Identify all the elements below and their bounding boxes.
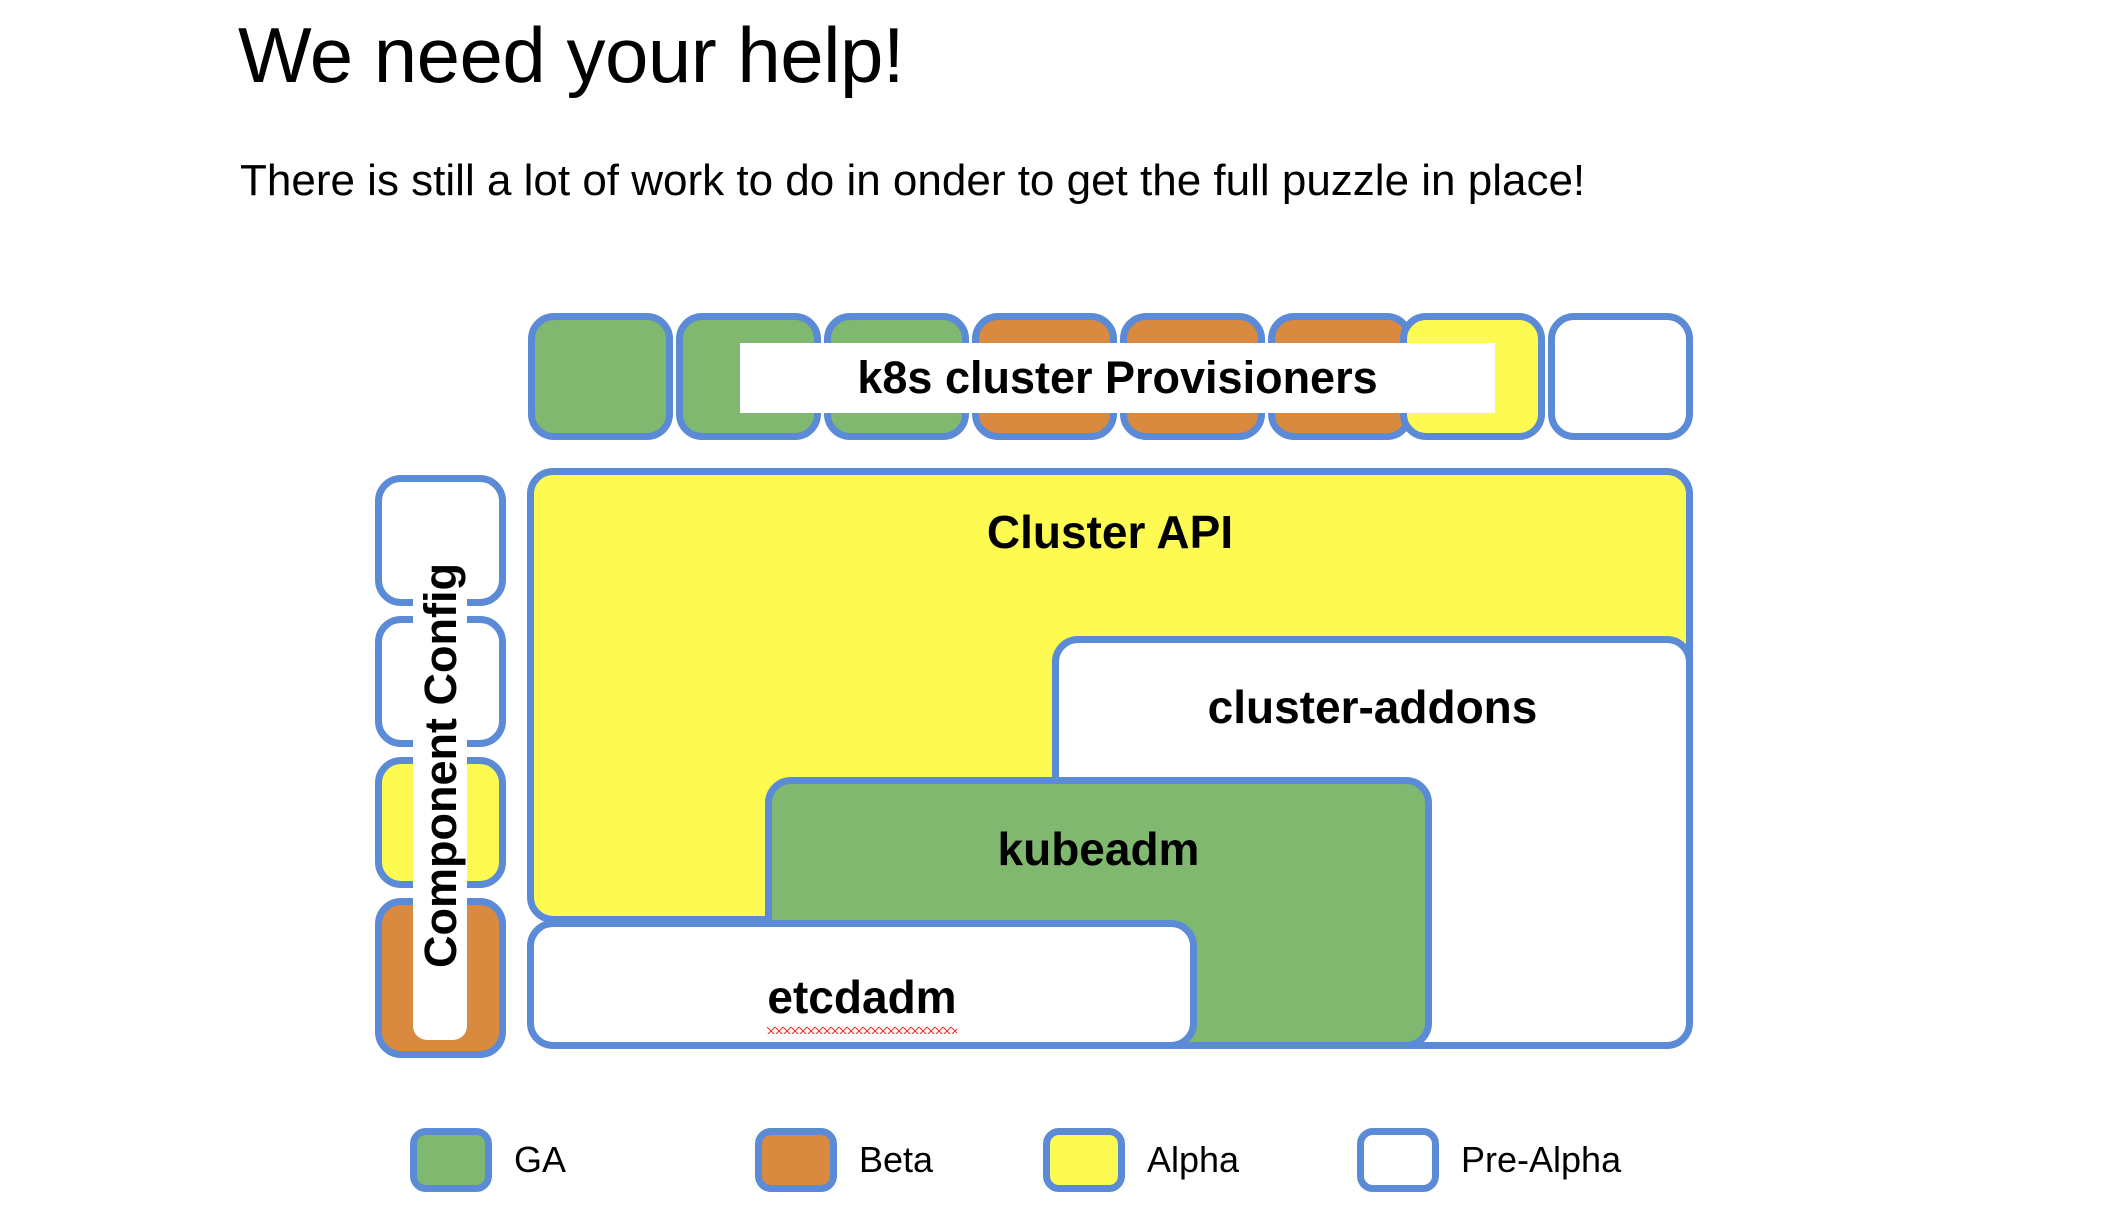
legend-item-alpha: Alpha <box>1043 1128 1239 1192</box>
page-subtitle: There is still a lot of work to do in on… <box>240 156 1586 205</box>
legend-label-prealpha: Pre-Alpha <box>1461 1139 1622 1180</box>
component-config-label-text: Component Config <box>414 562 466 968</box>
kubeadm-label: kubeadm <box>997 823 1200 875</box>
legend-swatch-beta-icon <box>755 1128 837 1192</box>
cluster-addons-label: cluster-addons <box>1207 681 1538 733</box>
provisioner-tile-1 <box>528 313 673 440</box>
legend-item-prealpha: Pre-Alpha <box>1357 1128 1621 1192</box>
component-config-label: Component Config <box>413 490 467 1040</box>
page-title: We need your help! <box>238 11 905 99</box>
legend-item-beta: Beta <box>755 1128 933 1192</box>
legend-label-alpha: Alpha <box>1147 1139 1240 1180</box>
legend-swatch-prealpha-icon <box>1357 1128 1439 1192</box>
etcdadm-label: etcdadm <box>527 970 1197 1034</box>
legend-label-ga: GA <box>514 1139 567 1180</box>
etcdadm-label-text: etcdadm <box>767 970 957 1034</box>
cluster-api-label: Cluster API <box>986 506 1234 558</box>
provisioner-tile-8 <box>1548 313 1693 440</box>
legend-swatch-alpha-icon <box>1043 1128 1125 1192</box>
provisioners-label: k8s cluster Provisioners <box>740 343 1495 413</box>
legend-swatch-ga-icon <box>410 1128 492 1192</box>
legend-label-beta: Beta <box>859 1139 934 1180</box>
legend-item-ga: GA <box>410 1128 566 1192</box>
kubeadm-box <box>765 777 1432 1049</box>
